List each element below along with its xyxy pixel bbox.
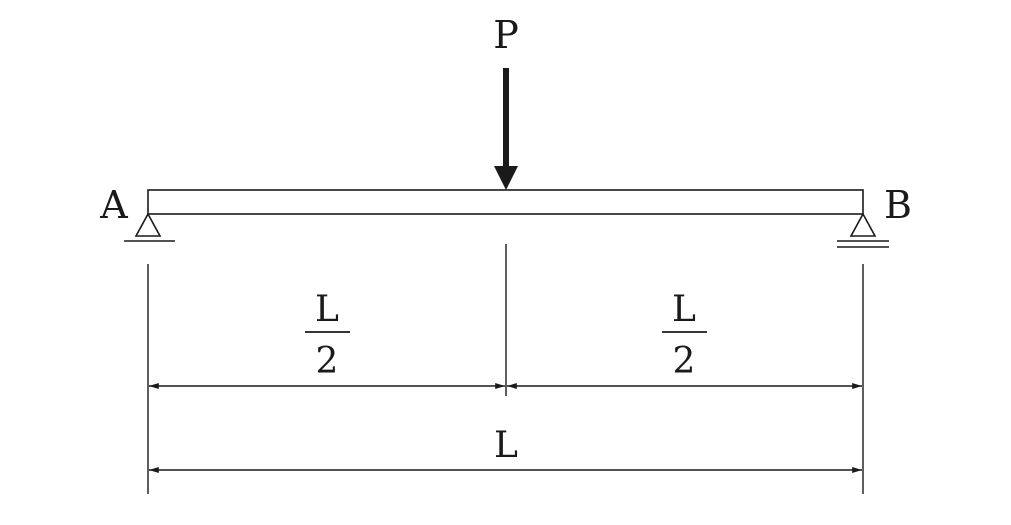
span-total-label: L	[494, 425, 518, 466]
support-b-label: B	[884, 183, 912, 227]
span-left-numerator: L	[315, 289, 339, 330]
span-right-denominator: 2	[673, 341, 696, 382]
load-label: P	[493, 13, 519, 57]
span-right-numerator: L	[672, 289, 696, 330]
roller-support-b	[837, 212, 889, 248]
span-left-denominator: 2	[316, 341, 339, 382]
support-a-label: A	[99, 183, 128, 227]
beam	[147, 189, 864, 215]
pin-support-a	[124, 212, 175, 242]
load-arrow	[494, 68, 518, 190]
